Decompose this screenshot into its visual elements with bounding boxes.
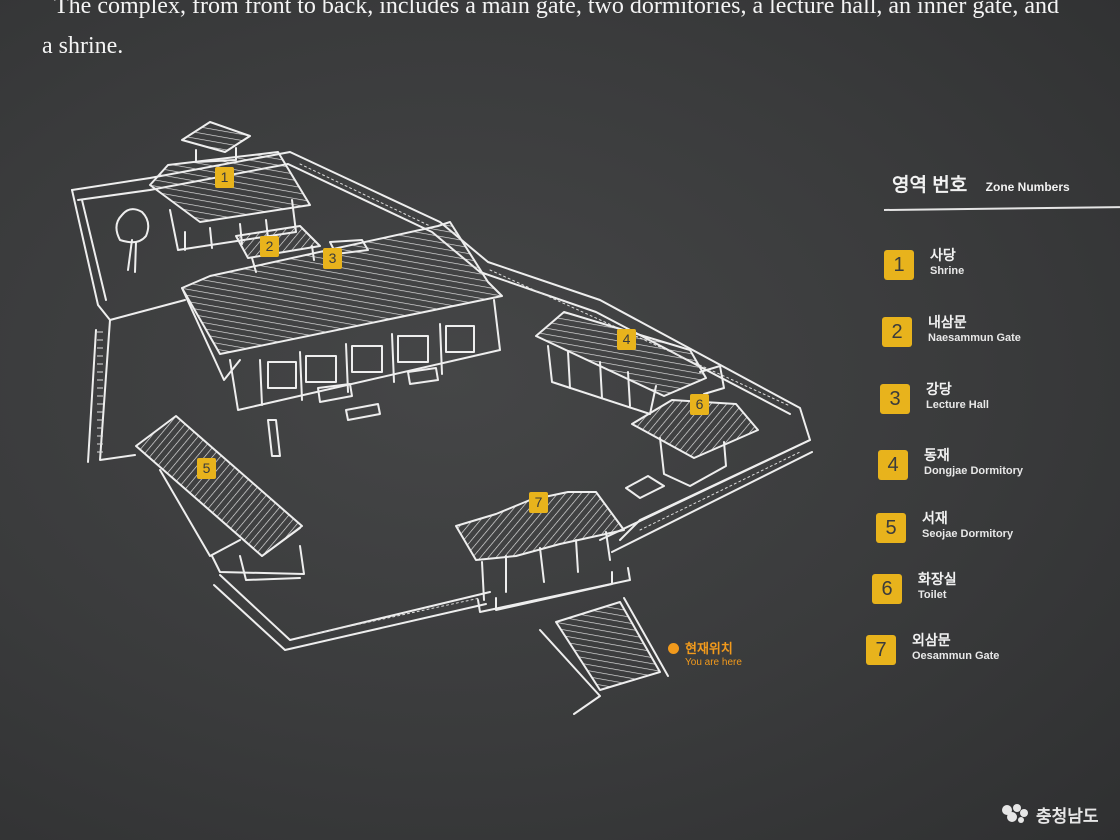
legend-number-2: 2 — [882, 317, 912, 347]
intro-line-2: a shrine. — [42, 33, 124, 59]
legend-number-3: 3 — [880, 384, 910, 414]
legend-title-en: Zone Numbers — [985, 180, 1070, 194]
legend-number-4: 4 — [878, 450, 908, 480]
legend-label-ko: 외삼문 — [912, 632, 951, 648]
legend-label-en: Lecture Hall — [926, 399, 989, 411]
lecture-hall-building — [181, 221, 503, 457]
dongjae-dormitory-building — [535, 311, 725, 415]
intro-line-1: The complex, from front to back, include… — [54, 0, 1059, 19]
you-are-here-en: You are here — [685, 657, 742, 668]
legend-label-ko: 강당 — [926, 381, 952, 397]
map-marker-1: 1 — [215, 167, 234, 188]
tree-icon — [115, 208, 150, 273]
legend-label-ko: 사당 — [930, 247, 956, 263]
legend-title: 영역 번호 Zone Numbers — [892, 170, 1070, 197]
location-dot-icon — [668, 643, 679, 654]
credit-text: 충청남도 — [1036, 807, 1099, 826]
legend-label-ko: 동재 — [924, 447, 950, 463]
legend-label-en: Shrine — [930, 265, 965, 277]
legend-label-en: Seojae Dormitory — [922, 528, 1014, 540]
map-marker-7: 7 — [529, 492, 548, 513]
legend-label-ko: 화장실 — [918, 571, 957, 587]
legend-label-en: Dongjae Dormitory — [924, 465, 1024, 477]
legend-number-7: 7 — [866, 635, 896, 665]
map-marker-2: 2 — [260, 236, 279, 257]
toilet-building — [625, 399, 759, 499]
intro-text: The complex, from front to back, include… — [38, 0, 1120, 66]
legend-label-ko: 서재 — [922, 510, 948, 526]
legend-label-en: Naesammun Gate — [928, 332, 1021, 344]
map-marker-6: 6 — [690, 394, 709, 415]
front-stairs — [539, 597, 669, 715]
legend-label-en: Oesammun Gate — [912, 650, 1000, 662]
legend-label-en: Toilet — [918, 589, 947, 601]
seojae-dormitory-building — [135, 415, 305, 581]
outer-gate-building — [455, 491, 631, 613]
you-are-here-ko: 현재위치 — [685, 641, 733, 656]
map-marker-3: 3 — [323, 248, 342, 269]
legend-label-ko: 내삼문 — [928, 314, 967, 330]
map-marker-5: 5 — [197, 458, 216, 479]
chungnam-logo-icon — [1002, 804, 1028, 823]
legend-title-ko: 영역 번호 — [892, 175, 968, 196]
legend-number-6: 6 — [872, 574, 902, 604]
legend-number-5: 5 — [876, 513, 906, 543]
legend-number-1: 1 — [884, 250, 914, 280]
map-marker-4: 4 — [617, 329, 636, 350]
